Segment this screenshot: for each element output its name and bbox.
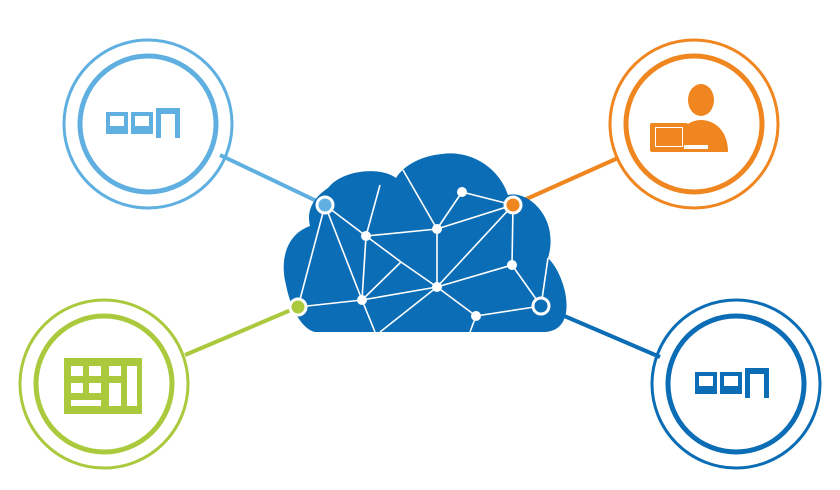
- node-top-left: [62, 38, 234, 210]
- junction-top-right: [503, 195, 523, 215]
- servers-icon: [695, 368, 769, 398]
- node-bottom-right: [650, 298, 822, 470]
- user-at-computer-icon: [650, 84, 728, 152]
- building-icon: [64, 358, 142, 414]
- junction-bottom-left: [288, 297, 308, 317]
- connector-top-right: [512, 156, 619, 207]
- cloud-shape: [283, 153, 567, 332]
- junction-bottom-right: [531, 296, 551, 316]
- node-top-right: [608, 38, 780, 210]
- connector-bottom-left: [184, 305, 299, 357]
- node-bottom-left: [18, 298, 190, 470]
- connector-top-left: [219, 153, 326, 207]
- servers-icon: [106, 108, 180, 138]
- network-cloud-icon: [283, 153, 567, 333]
- junction-top-left: [315, 195, 335, 215]
